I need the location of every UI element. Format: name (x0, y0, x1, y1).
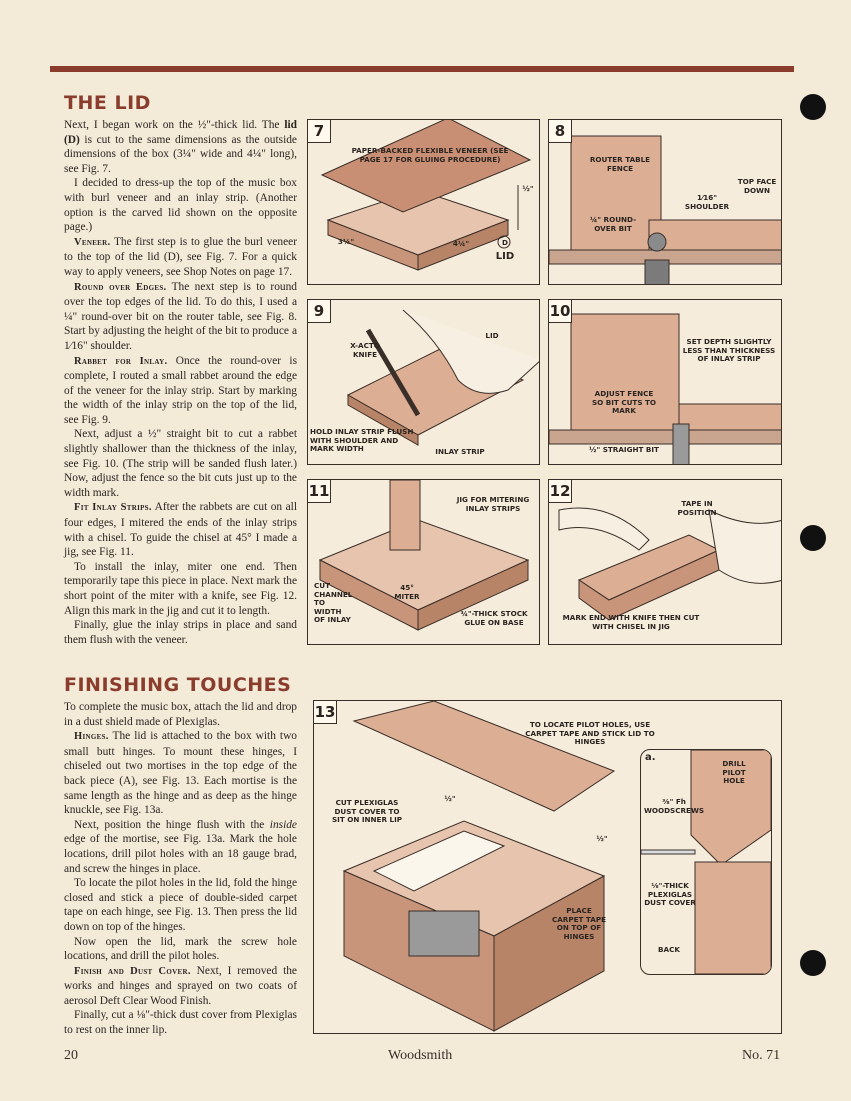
figure-13-label-carpet-tape: PLACE CARPET TAPE ON TOP OF HINGES (551, 906, 607, 941)
figure-9-label-lid: LID (485, 331, 499, 340)
figure-13a-label-dust-cover: ⅛"-THICK PLEXIGLAS DUST COVER (644, 881, 696, 907)
lid-paragraph: Veneer. The first step is to glue the bu… (64, 235, 297, 278)
finishing-text-column: To complete the music box, attach the li… (64, 700, 297, 1038)
lid-paragraph: Rabbet for Inlay. Once the round-over is… (64, 354, 298, 426)
figure-13a-inset: a. DRILL PILOT HOLE ⅜" Fh WOODSCREWS ⅛"-… (640, 749, 772, 975)
figure-9-label-inlay: INLAY STRIP (435, 447, 485, 456)
section-heading-the-lid: THE LID (64, 92, 151, 114)
lid-paragraph: Next, adjust a ½" straight bit to cut a … (64, 428, 297, 499)
binder-hole (800, 94, 826, 120)
figure-8: 8 ROUTER TABLE FENCE TOP FACE DOWN 1⁄16"… (548, 119, 782, 285)
figure-7-label-part: D (502, 238, 508, 247)
figure-12-label-tape: TAPE IN POSITION (677, 499, 717, 517)
figure-7-label-lid: LID (495, 251, 515, 262)
figure-12-label-mark: MARK END WITH KNIFE THEN CUT WITH CHISEL… (562, 613, 700, 631)
footer-page-number: 20 (64, 1048, 78, 1063)
figure-7-illustration (320, 120, 532, 271)
lid-text-column: Next, I began work on the ½"-thick lid. … (64, 118, 297, 647)
figure-9-label-knife: X-ACTO KNIFE (350, 341, 380, 359)
finishing-paragraph: Hinges. The lid is attached to the box w… (64, 730, 297, 817)
lid-paragraph: I decided to dress-up the top of the mus… (64, 177, 297, 234)
figure-13-label-plexiglas: CUT PLEXIGLAS DUST COVER TO SIT ON INNER… (331, 798, 403, 824)
footer-magazine: Woodsmith (388, 1048, 453, 1063)
finishing-paragraph: To complete the music box, attach the li… (64, 701, 297, 728)
figure-10-number: 10 (549, 300, 572, 323)
figure-7-label-veneer: PAPER-BACKED FLEXIBLE VENEER (SEE PAGE 1… (351, 146, 509, 164)
figure-8-illustration (549, 135, 781, 284)
lid-paragraph: To install the inlay, miter one end. The… (64, 560, 297, 617)
lid-paragraph: Next, I began work on the ½"-thick lid. … (64, 119, 297, 175)
figure-13: 13 TO LOCATE PILOT HOLES, USE CARPET TAP… (313, 700, 782, 1034)
figure-11-label-jig: JIG FOR MITERING INLAY STRIPS (456, 495, 530, 513)
figure-7-label-width: 3¼" (337, 237, 355, 246)
figure-11-label-miter: 45° MITER (394, 583, 420, 601)
figure-8-number: 8 (549, 120, 572, 143)
figure-11-number: 11 (308, 480, 331, 503)
figure-9: 9 X-ACTO KNIFE LID HOLD INLAY STRIP FLUS… (307, 299, 540, 465)
figure-13-label-pilot: TO LOCATE PILOT HOLES, USE CARPET TAPE A… (525, 720, 655, 746)
figure-13a-label-drill: DRILL PILOT HOLE (722, 759, 746, 785)
binder-hole (800, 525, 826, 551)
figure-10-label-depth: SET DEPTH SLIGHTLY LESS THAN THICKNESS O… (682, 337, 776, 363)
figure-13-label-half-2: ½" (596, 834, 608, 843)
figure-8-label-roundover-bit: ¼" ROUND-OVER BIT (589, 215, 637, 233)
figure-9-illustration (346, 309, 539, 446)
finishing-paragraph: Finally, cut a ⅛"-thick dust cover from … (64, 1009, 297, 1037)
figure-13a-label-back: BACK (658, 945, 680, 954)
figure-10-label-fence: ADJUST FENCE SO BIT CUTS TO MARK (591, 389, 657, 415)
figure-7-label-length: 4¼" (452, 239, 470, 248)
figure-11: 11 JIG FOR MITERING INLAY STRIPS CUT CHA… (307, 479, 540, 645)
figure-13a-letter: a. (645, 752, 656, 763)
figure-12-illustration (558, 507, 781, 621)
figure-11-label-stock: ¾"-THICK STOCK GLUE ON BASE (460, 609, 528, 627)
figure-11-illustration (318, 480, 530, 631)
figure-13a-illustration (641, 750, 771, 974)
lid-paragraph: Fit Inlay Strips. After the rabbets are … (64, 501, 297, 559)
finishing-paragraph: To locate the pilot holes in the lid, fo… (64, 877, 297, 933)
figure-8-label-shoulder: 1⁄16" SHOULDER (684, 193, 730, 211)
figure-13a-label-screws: ⅜" Fh WOODSCREWS (643, 797, 705, 815)
figure-13-illustration (342, 701, 616, 1032)
figure-10: 10 SET DEPTH SLIGHTLY LESS THAN THICKNES… (548, 299, 782, 465)
lid-paragraph: Finally, glue the inlay strips in place … (64, 619, 297, 646)
figure-12-number: 12 (549, 480, 572, 503)
figure-12: 12 TAPE IN POSITION MARK END WITH KNIFE … (548, 479, 782, 645)
figure-8-label-fence: ROUTER TABLE FENCE (589, 155, 651, 173)
finishing-paragraph: Now open the lid, mark the screw hole lo… (64, 935, 297, 963)
finishing-paragraph: Finish and Dust Cover. Next, I removed t… (64, 964, 297, 1007)
figure-10-illustration (549, 313, 781, 464)
figure-11-label-channel: CUT CHANNEL TO WIDTH OF INLAY (314, 581, 353, 624)
figure-7-number: 7 (308, 120, 331, 143)
figure-13-number: 13 (314, 701, 337, 724)
binder-hole (800, 950, 826, 976)
figure-9-number: 9 (308, 300, 331, 323)
finishing-paragraph: Next, position the hinge flush with the … (64, 818, 297, 875)
lid-paragraph: Round over Edges. The next step is to ro… (64, 280, 297, 352)
figure-7-label-thickness: ½" (522, 184, 534, 193)
figure-13-label-half-1: ½" (444, 794, 456, 803)
figure-9-label-hold: HOLD INLAY STRIP FLUSH WITH SHOULDER AND… (310, 427, 414, 453)
figure-8-label-top-face: TOP FACE DOWN (737, 177, 777, 195)
figure-10-label-bit: ½" STRAIGHT BIT (589, 445, 659, 454)
footer-issue: No. 71 (742, 1048, 781, 1063)
section-heading-finishing-touches: FINISHING TOUCHES (64, 674, 292, 696)
figure-7: 7 PAPER-BACKED FLEXIBLE VENEER (SEE PAGE… (307, 119, 540, 285)
header-rule (50, 66, 794, 72)
